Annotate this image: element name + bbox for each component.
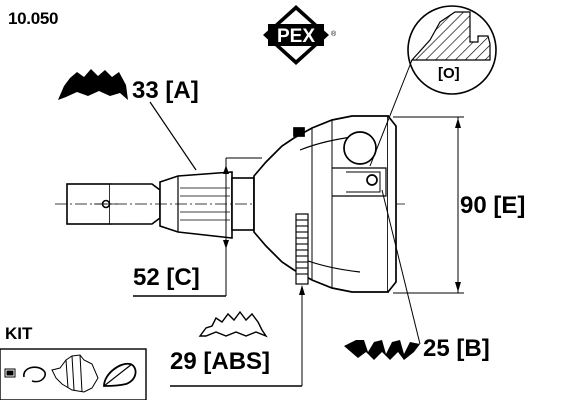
kit-box — [0, 348, 147, 400]
dim-a-label: 33 [A] — [132, 77, 199, 104]
dim-e — [393, 116, 464, 294]
spline-teeth-icon — [58, 69, 128, 100]
dim-abs-label: 29 [ABS] — [170, 348, 271, 375]
dim-e-label: 90 [E] — [460, 192, 526, 219]
housing — [253, 115, 397, 293]
brand-logo-text: PEX — [277, 26, 315, 47]
leader-o — [369, 59, 413, 167]
kit-label: KIT — [5, 324, 33, 343]
dim-c — [133, 157, 262, 297]
leader-a — [149, 101, 197, 171]
dim-abs — [170, 285, 305, 387]
abs-ring-teeth-icon — [198, 310, 268, 338]
dim-c-label: 52 [C] — [133, 264, 200, 291]
registered-mark: ® — [331, 30, 337, 38]
kit-parts-icon — [4, 354, 137, 393]
brand-logo: PEX ® — [263, 5, 337, 65]
detail-o-label: [O] — [438, 65, 460, 82]
dim-b-label: 25 [B] — [423, 335, 490, 362]
part-code: 10.050 — [8, 9, 59, 28]
detail-o — [369, 5, 497, 167]
leader-b — [381, 189, 421, 345]
inner-teeth-icon — [344, 340, 420, 360]
